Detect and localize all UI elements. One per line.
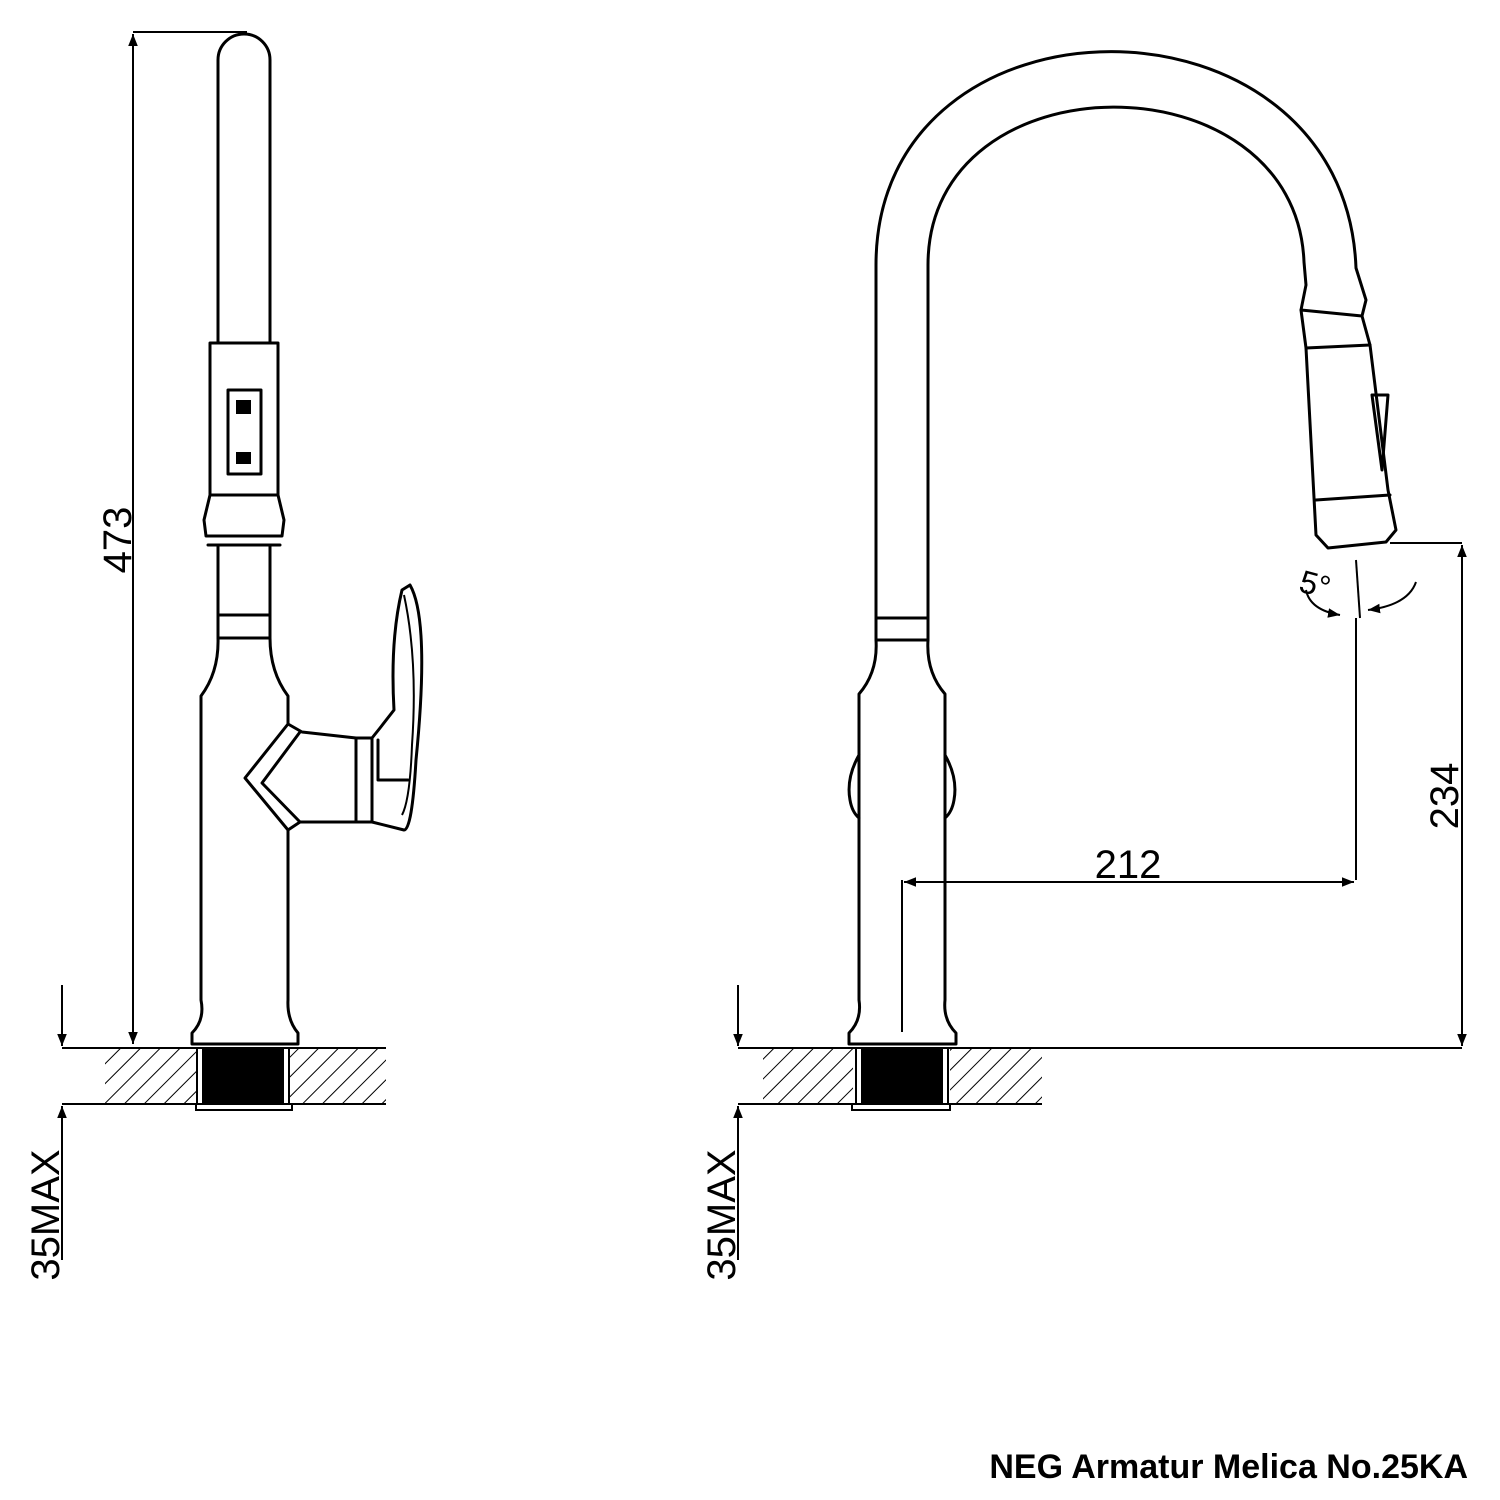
spray-head-side bbox=[202, 341, 286, 547]
front-view: 5° 212 234 35MAX bbox=[700, 50, 1467, 1281]
total-height-dimension: 473 bbox=[96, 31, 247, 1044]
mounting-shank-left bbox=[195, 1047, 293, 1111]
total-height-label: 473 bbox=[96, 507, 140, 574]
deck-thickness-dimension-left: 35MAX bbox=[24, 985, 68, 1281]
deck-thickness-label-left: 35MAX bbox=[24, 1149, 68, 1280]
handle-front bbox=[847, 753, 957, 820]
gooseneck-spout-inner bbox=[926, 105, 1308, 614]
spout-height-label: 234 bbox=[1423, 763, 1467, 830]
side-view: 473 35MAX bbox=[24, 31, 424, 1281]
spray-angle-label: 5° bbox=[1296, 563, 1335, 606]
neck-front bbox=[874, 610, 930, 642]
product-caption: NEG Armatur Melica No.25KA bbox=[989, 1448, 1468, 1486]
neck-side bbox=[216, 543, 272, 640]
gooseneck-spout bbox=[874, 50, 1368, 614]
spout-height-dimension: 234 bbox=[1390, 542, 1467, 1046]
body-front bbox=[847, 638, 958, 1046]
lever-handle-side bbox=[370, 583, 424, 832]
spout-pipe-side bbox=[216, 32, 272, 345]
body-side bbox=[190, 636, 358, 1046]
spray-head-front bbox=[1299, 308, 1398, 550]
spray-angle-indicator: 5° bbox=[1296, 559, 1417, 619]
deck-thickness-dimension-right: 35MAX bbox=[700, 985, 744, 1281]
deck-thickness-label-right: 35MAX bbox=[700, 1149, 744, 1280]
spout-reach-dimension: 212 bbox=[901, 618, 1357, 1032]
spout-reach-label: 212 bbox=[1095, 843, 1162, 887]
deck-section-right bbox=[738, 1047, 1462, 1105]
deck-section-left bbox=[62, 1047, 386, 1105]
mixer-housing-side bbox=[243, 722, 374, 832]
mounting-shank-right bbox=[851, 1047, 951, 1111]
lever-handle-inner bbox=[401, 594, 415, 816]
